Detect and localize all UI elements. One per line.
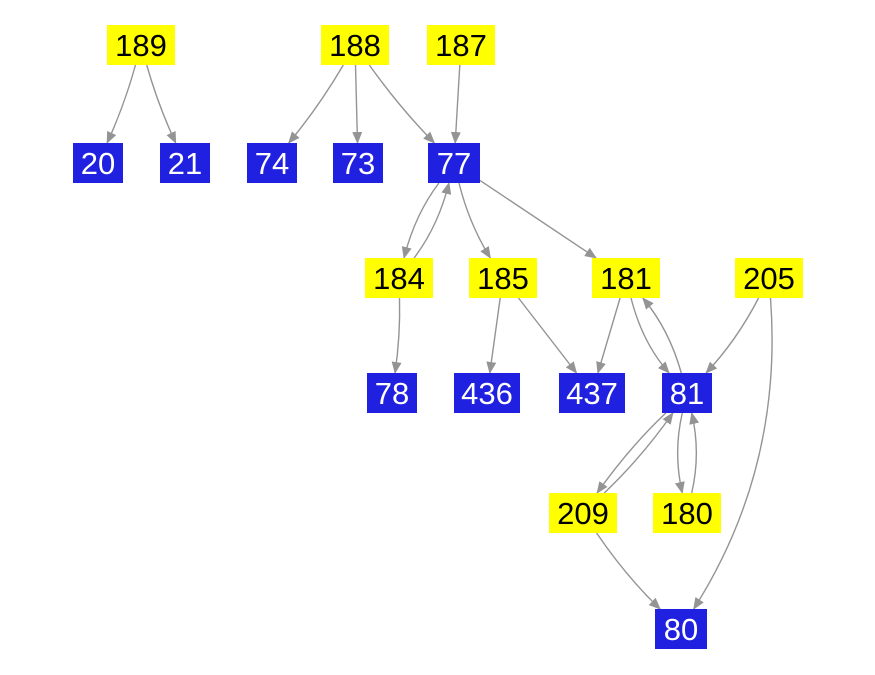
edge-77-181 bbox=[479, 179, 597, 259]
edge-209-80 bbox=[596, 532, 661, 610]
node-181: 181 bbox=[592, 258, 660, 298]
edge-189-21 bbox=[146, 64, 177, 144]
edge-77-184 bbox=[401, 182, 440, 259]
node-73: 73 bbox=[333, 143, 383, 183]
edge-205-80 bbox=[693, 297, 773, 610]
edge-188-73 bbox=[352, 64, 363, 144]
node-437: 437 bbox=[559, 373, 625, 413]
node-436: 436 bbox=[454, 373, 520, 413]
edge-81-180 bbox=[674, 412, 685, 494]
edge-77-185 bbox=[458, 182, 491, 259]
edge-81-181 bbox=[642, 297, 682, 374]
node-81: 81 bbox=[662, 373, 712, 413]
edge-188-74 bbox=[288, 64, 344, 144]
edge-189-20 bbox=[106, 64, 137, 144]
node-185: 185 bbox=[469, 258, 537, 298]
edge-184-77 bbox=[413, 182, 452, 259]
edge-180-81 bbox=[689, 412, 700, 494]
edge-187-77 bbox=[450, 64, 461, 144]
node-77: 77 bbox=[428, 143, 480, 183]
edge-185-437 bbox=[517, 297, 578, 374]
node-80: 80 bbox=[655, 609, 707, 649]
node-180: 180 bbox=[653, 493, 721, 533]
edge-209-81 bbox=[603, 412, 674, 494]
node-189: 189 bbox=[107, 25, 175, 65]
node-184: 184 bbox=[365, 258, 433, 298]
node-209: 209 bbox=[549, 493, 617, 533]
edge-185-436 bbox=[486, 297, 501, 374]
node-20: 20 bbox=[73, 143, 123, 183]
edge-205-81 bbox=[705, 297, 760, 374]
node-21: 21 bbox=[160, 143, 210, 183]
node-78: 78 bbox=[367, 373, 417, 413]
edge-81-209 bbox=[596, 412, 667, 494]
node-187: 187 bbox=[427, 25, 495, 65]
node-188: 188 bbox=[321, 25, 389, 65]
node-205: 205 bbox=[735, 258, 803, 298]
edge-188-77 bbox=[368, 64, 436, 144]
edge-181-81 bbox=[630, 297, 670, 374]
node-74: 74 bbox=[247, 143, 297, 183]
edge-184-78 bbox=[391, 297, 402, 374]
edge-181-437 bbox=[596, 297, 621, 374]
